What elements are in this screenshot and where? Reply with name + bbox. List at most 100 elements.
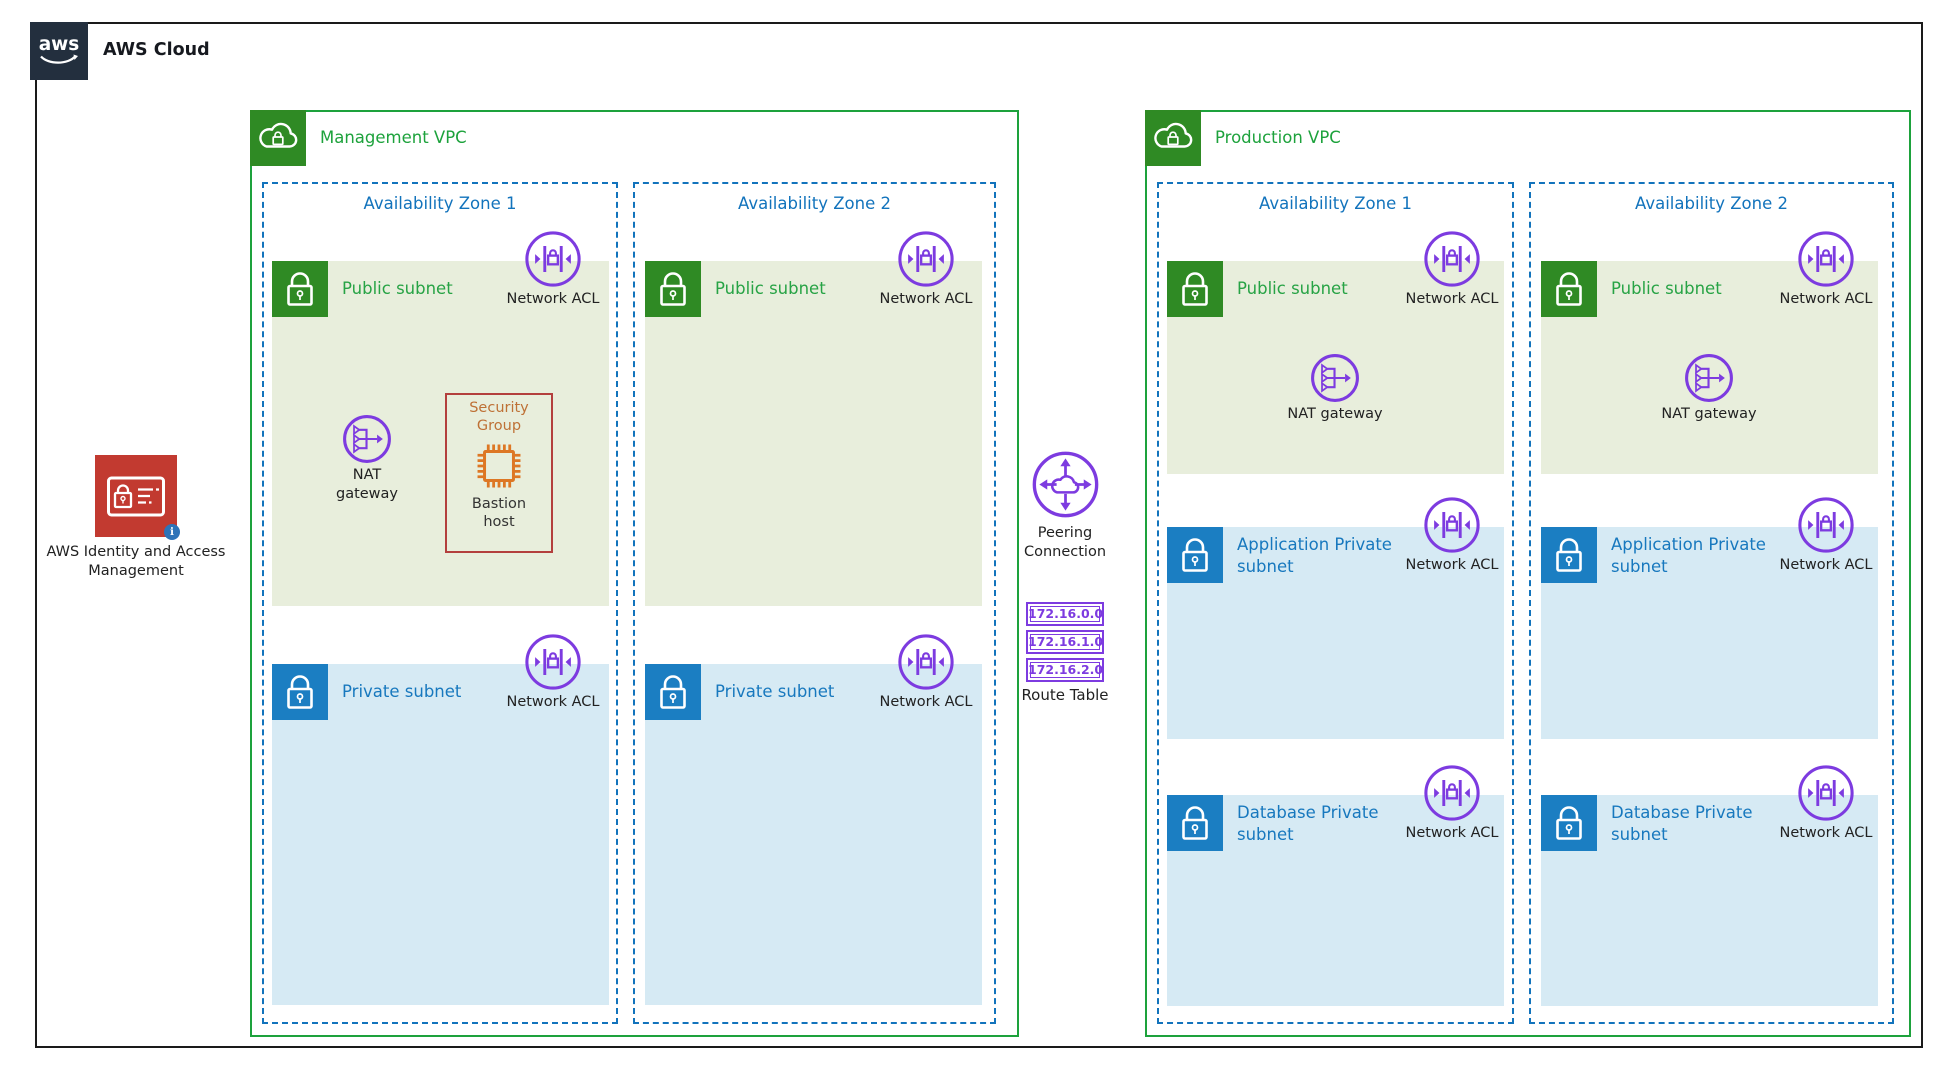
mgmt-az1-private-subnet: Private subnet: [272, 664, 609, 1005]
security-group-title: Security Group: [469, 400, 529, 435]
route-table-group: 172.16.0.0 172.16.1.0 172.16.2.0 Route T…: [995, 602, 1135, 705]
production-vpc: Production VPC: [1145, 110, 1911, 1037]
network-acl-group: Network ACL: [501, 230, 605, 309]
network-acl-group: Network ACL: [874, 230, 978, 309]
network-acl-label: Network ACL: [506, 694, 600, 710]
public-subnet-icon: [645, 261, 701, 317]
nat-gateway-label: NAT gateway: [1661, 406, 1757, 422]
route-table-label: Route Table: [1021, 686, 1109, 704]
application-subnet-label: Application Private subnet: [1611, 535, 1766, 577]
network-acl-group: Network ACL: [501, 633, 605, 712]
management-vpc: Management VPC: [250, 110, 1019, 1037]
nat-gateway-group: NAT gateway: [1275, 353, 1395, 424]
network-acl-label: Network ACL: [879, 291, 973, 307]
network-acl-group: Network ACL: [1400, 230, 1504, 309]
network-acl-label: Network ACL: [1779, 557, 1873, 573]
network-acl-icon: [1423, 764, 1481, 822]
private-subnet-icon: [1167, 527, 1223, 583]
mgmt-az2-public-subnet: Public subnet: [645, 261, 982, 606]
network-acl-icon: [524, 230, 582, 288]
az2-title: Availability Zone 2: [738, 194, 891, 213]
production-az1: Availability Zone 1: [1157, 182, 1514, 1024]
network-acl-icon: [897, 230, 955, 288]
network-acl-label: Network ACL: [1779, 825, 1873, 841]
az1-title: Availability Zone 1: [363, 194, 517, 213]
peering-connection-label: Peering Connection: [1023, 525, 1107, 560]
private-subnet-label: Private subnet: [342, 682, 462, 701]
network-acl-icon: [524, 633, 582, 691]
az1-title: Availability Zone 1: [1259, 194, 1412, 213]
aws-cloud-title: AWS Cloud: [103, 40, 210, 60]
network-acl-label: Network ACL: [506, 291, 600, 307]
network-acl-label: Network ACL: [1779, 291, 1873, 307]
management-az2: Availability Zone 2: [633, 182, 996, 1024]
network-acl-group: Network ACL: [1774, 230, 1878, 309]
network-acl-group: Network ACL: [874, 633, 978, 712]
network-acl-icon: [1423, 230, 1481, 288]
public-subnet-icon: [1167, 261, 1223, 317]
public-subnet-label: Public subnet: [1237, 279, 1348, 298]
network-acl-label: Network ACL: [879, 694, 973, 710]
private-subnet-label: Private subnet: [715, 682, 835, 701]
database-subnet-label: Database Private subnet: [1237, 803, 1379, 845]
info-badge-icon: i: [164, 524, 180, 540]
public-subnet-label: Public subnet: [342, 279, 453, 298]
security-group: Security Group Bastion host: [445, 393, 553, 553]
private-subnet-icon: [1167, 795, 1223, 851]
network-acl-group: Network ACL: [1400, 764, 1504, 843]
iam-group: i AWS Identity and Access Management: [46, 455, 226, 580]
private-subnet-icon: [1541, 795, 1597, 851]
network-acl-label: Network ACL: [1405, 825, 1499, 841]
nat-gateway-icon: [1684, 353, 1734, 403]
network-acl-group: Network ACL: [1400, 496, 1504, 575]
network-acl-icon: [1797, 230, 1855, 288]
route-entry: 172.16.1.0: [1026, 630, 1104, 654]
nat-gateway-group: NAT gateway: [1649, 353, 1769, 424]
nat-gateway-label: NAT gateway: [335, 467, 399, 502]
aws-cloud-frame: [35, 22, 1923, 1048]
prod-az1-public-subnet: Public subnet: [1167, 261, 1504, 474]
network-acl-label: Network ACL: [1405, 557, 1499, 573]
az2-title: Availability Zone 2: [1635, 194, 1788, 213]
prod-az1-database-subnet: Database Private subnet: [1167, 795, 1504, 1006]
mgmt-az2-private-subnet: Private subnet: [645, 664, 982, 1005]
route-entry: 172.16.0.0: [1026, 602, 1104, 626]
private-subnet-icon: [1541, 527, 1597, 583]
public-subnet-label: Public subnet: [1611, 279, 1722, 298]
nat-gateway-icon: [342, 414, 392, 464]
network-acl-icon: [1797, 764, 1855, 822]
network-acl-label: Network ACL: [1405, 291, 1499, 307]
prod-az1-application-subnet: Application Private subnet: [1167, 527, 1504, 739]
private-subnet-icon: [272, 664, 328, 720]
production-az2: Availability Zone 2: [1529, 182, 1894, 1024]
vpc-icon: [250, 110, 306, 166]
management-az1: Availability Zone 1: [262, 182, 618, 1024]
management-vpc-title: Management VPC: [320, 128, 467, 147]
ec2-instance-icon: [471, 438, 527, 494]
vpc-icon: [1145, 110, 1201, 166]
production-vpc-title: Production VPC: [1215, 128, 1341, 147]
prod-az2-application-subnet: Application Private subnet: [1541, 527, 1878, 739]
public-subnet-icon: [1541, 261, 1597, 317]
database-subnet-label: Database Private subnet: [1611, 803, 1753, 845]
nat-gateway-group: NAT gateway: [307, 414, 427, 503]
iam-icon: i: [95, 455, 180, 540]
nat-gateway-icon: [1310, 353, 1360, 403]
iam-label: AWS Identity and Access Management: [46, 544, 226, 579]
network-acl-icon: [1797, 496, 1855, 554]
prod-az2-public-subnet: Public subnet: [1541, 261, 1878, 474]
nat-gateway-label: NAT gateway: [1287, 406, 1383, 422]
network-acl-icon: [1423, 496, 1481, 554]
network-acl-icon: [897, 633, 955, 691]
public-subnet-icon: [272, 261, 328, 317]
peering-connection-icon: [1030, 449, 1101, 520]
network-acl-group: Network ACL: [1774, 764, 1878, 843]
application-subnet-label: Application Private subnet: [1237, 535, 1392, 577]
private-subnet-icon: [645, 664, 701, 720]
route-entry: 172.16.2.0: [1026, 658, 1104, 682]
network-acl-group: Network ACL: [1774, 496, 1878, 575]
public-subnet-label: Public subnet: [715, 279, 826, 298]
peering-connection-group: Peering Connection: [995, 449, 1135, 561]
aws-logo-icon: aws: [30, 22, 88, 80]
